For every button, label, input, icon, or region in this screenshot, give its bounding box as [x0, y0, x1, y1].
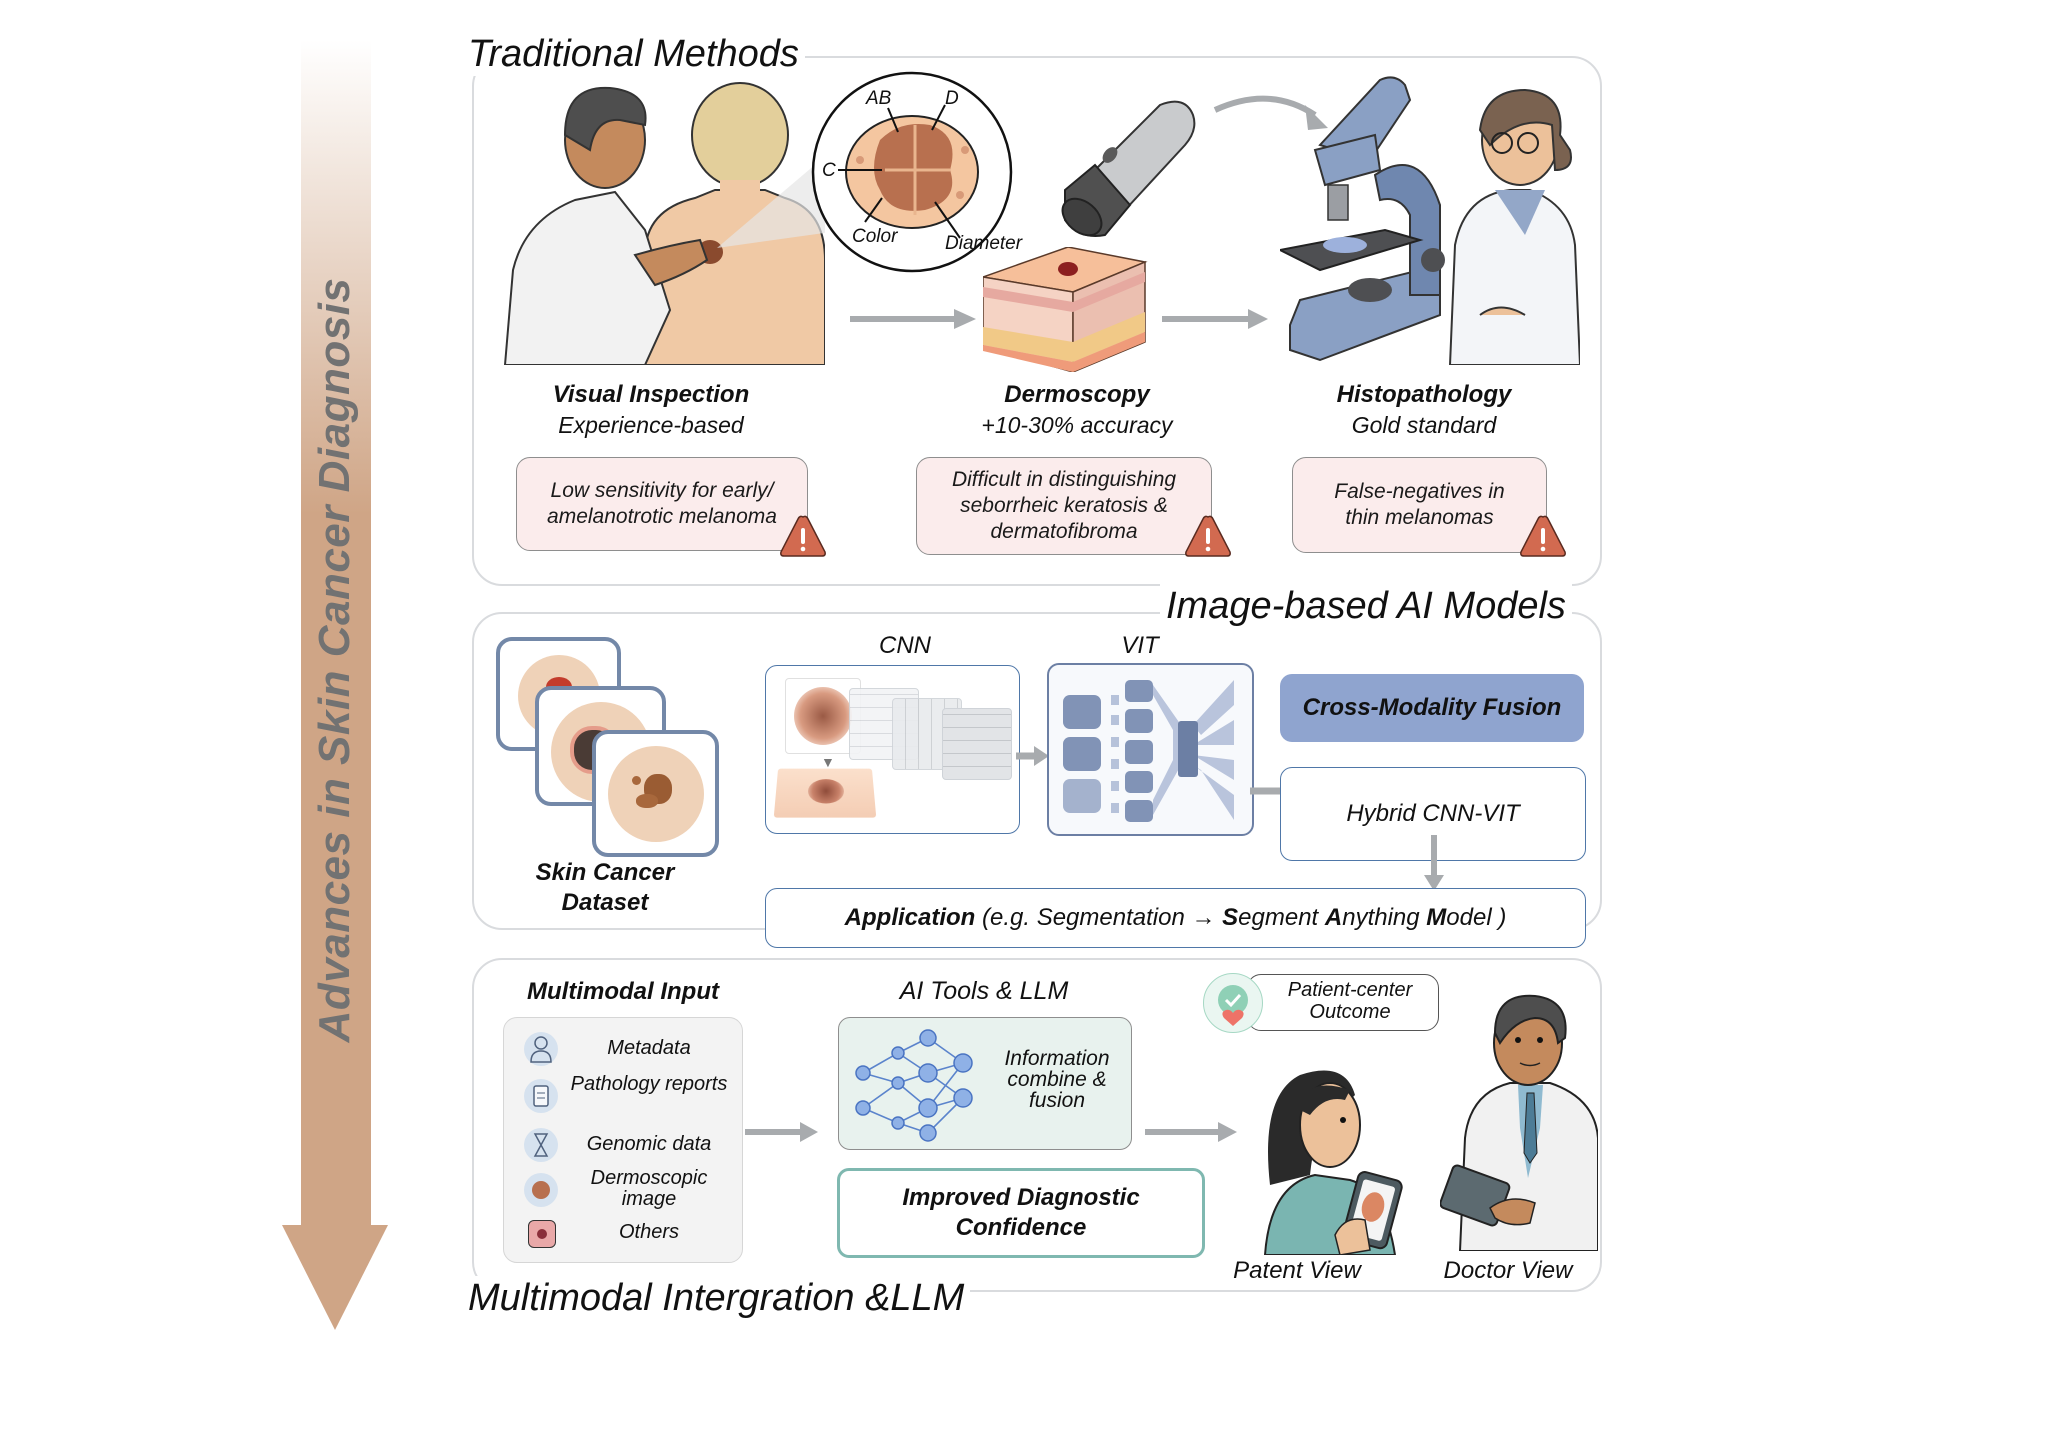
- sam-letter-m: M: [1426, 904, 1447, 931]
- hybrid-cnn-vit-label: Hybrid CNN-VIT: [1346, 800, 1520, 827]
- abcd-label-c: C: [822, 160, 836, 181]
- cross-modality-fusion-box: Cross-Modality Fusion: [1280, 674, 1584, 742]
- ai-tools-box: Information combine & fusion: [838, 1017, 1132, 1150]
- ai-tools-box-text: Information combine & fusion: [1004, 1047, 1110, 1112]
- limitation-box-histopathology: False-negatives in thin melanomas: [1292, 457, 1547, 553]
- abcd-label-color: Color: [852, 226, 898, 247]
- check-heart-icon: [1203, 973, 1263, 1033]
- visual-inspection-illustration: [495, 80, 845, 366]
- abcd-lesion-diagram: AB D C Color Diameter: [810, 70, 1023, 280]
- vit-label: VIT: [1121, 632, 1159, 659]
- arrow-shaft: [301, 40, 371, 1225]
- dataset-label-line-2: Dataset: [561, 889, 649, 916]
- limitation-text: False-negatives in thin melanomas: [1334, 480, 1505, 529]
- progress-arrow-label: Advances in Skin Cancer Diagnosis: [310, 277, 359, 1043]
- application-text: egment: [1238, 904, 1325, 931]
- patient-center-outcome-pill: Patient-center Outcome: [1247, 974, 1439, 1031]
- flow-arrow-hybrid-to-application: [1424, 835, 1444, 891]
- cnn-label: CNN: [879, 632, 931, 659]
- flow-arrow-visual-to-dermoscopy: [850, 309, 976, 329]
- input-label: Others: [618, 1221, 680, 1243]
- hourglass-dna-icon: [524, 1128, 558, 1162]
- limitation-text: Difficult in distinguishing seborrheic k…: [951, 468, 1177, 543]
- method-note: Gold standard: [1351, 412, 1497, 438]
- application-text: odel ): [1446, 904, 1507, 931]
- method-note: Experience-based: [558, 412, 744, 438]
- arrow-head: [282, 1225, 388, 1330]
- cnn-box: ▼: [765, 665, 1020, 834]
- input-item-dermoscopic: Dermoscopic image: [504, 1168, 742, 1212]
- dermatoscope-illustration: [1050, 95, 1200, 245]
- curved-arrow-dermatoscope-to-microscope: [1213, 95, 1328, 130]
- input-label: Genomic data: [586, 1133, 712, 1155]
- multimodal-input-title: Multimodal Input: [527, 978, 719, 1005]
- method-histopathology: Histopathology Gold standard: [1314, 380, 1534, 440]
- warning-triangle-icon: [1520, 515, 1566, 557]
- input-item-others: Others: [504, 1218, 742, 1248]
- patient-view-label: Patent View: [1233, 1257, 1361, 1284]
- image-ai-models-title: Image-based AI Models: [1160, 584, 1572, 628]
- input-label: Dermoscopic image: [590, 1167, 708, 1210]
- abcd-label-ab: AB: [866, 88, 892, 109]
- method-name: Dermoscopy: [1004, 381, 1150, 408]
- limitation-box-visual-inspection: Low sensitivity for early/ amelanotrotic…: [516, 457, 808, 551]
- method-name: Visual Inspection: [552, 381, 750, 408]
- multimodal-title: Multimodal Intergration &LLM: [462, 1276, 971, 1320]
- vit-box: [1047, 663, 1254, 836]
- dataset-card-3: [592, 730, 719, 857]
- doctor-view-label: Doctor View: [1443, 1257, 1573, 1284]
- person-icon: [524, 1032, 558, 1066]
- patient-illustration: [1255, 1055, 1425, 1256]
- application-text: (e.g. Segmentation →: [975, 904, 1223, 931]
- dataset-label-line-1: Skin Cancer: [535, 859, 675, 886]
- warning-triangle-icon: [780, 515, 826, 557]
- sam-letter-s: S: [1222, 904, 1239, 931]
- doctor-illustration: [1439, 988, 1599, 1252]
- cross-modality-fusion-label: Cross-Modality Fusion: [1302, 694, 1562, 721]
- dataset-label: Skin Cancer Dataset: [520, 858, 690, 918]
- input-label: Metadata: [607, 1037, 691, 1059]
- application-label: Application: [844, 904, 976, 931]
- abcd-label-d: D: [945, 88, 959, 109]
- input-item-genomic: Genomic data: [504, 1128, 742, 1162]
- traditional-methods-title: Traditional Methods: [462, 32, 805, 76]
- sample-icon: [528, 1220, 556, 1248]
- flow-arrow-dermoscopy-to-histopathology: [1162, 309, 1268, 329]
- abcd-label-diameter: Diameter: [945, 233, 1023, 254]
- method-note: +10-30% accuracy: [981, 412, 1173, 438]
- input-item-metadata: Metadata: [504, 1032, 742, 1066]
- neural-network-icon: [855, 1029, 973, 1142]
- patient-center-outcome-label: Patient-center Outcome: [1287, 979, 1413, 1023]
- improved-confidence-label: Improved Diagnostic Confidence: [902, 1184, 1140, 1241]
- flow-arrow-input-to-ai: [745, 1122, 818, 1142]
- progress-arrow: Advances in Skin Cancer Diagnosis: [280, 40, 390, 1335]
- input-item-pathology: Pathology reports: [504, 1074, 742, 1118]
- limitation-text: Low sensitivity for early/ amelanotrotic…: [547, 479, 777, 528]
- skin-layers-illustration: [982, 246, 1148, 374]
- ai-tools-title: AI Tools & LLM: [899, 977, 1069, 1005]
- input-label: Pathology reports: [570, 1073, 728, 1095]
- flow-arrow-ai-to-views: [1145, 1122, 1237, 1142]
- flow-arrow-cnn-to-vit: [1016, 746, 1049, 766]
- report-icon: [524, 1079, 558, 1113]
- warning-triangle-icon: [1185, 515, 1231, 557]
- histopathology-illustration: [1276, 75, 1582, 366]
- sam-letter-a: A: [1324, 904, 1343, 931]
- method-name: Histopathology: [1336, 381, 1512, 408]
- multimodal-input-list: Metadata Pathology reports Genomic data …: [503, 1017, 743, 1263]
- application-text: nything: [1342, 904, 1427, 931]
- method-visual-inspection: Visual Inspection Experience-based: [551, 380, 751, 440]
- method-dermoscopy: Dermoscopy +10-30% accuracy: [967, 380, 1187, 440]
- lesion-dot-icon: [524, 1173, 558, 1207]
- improved-confidence-box: Improved Diagnostic Confidence: [837, 1168, 1205, 1258]
- limitation-box-dermoscopy: Difficult in distinguishing seborrheic k…: [916, 457, 1212, 555]
